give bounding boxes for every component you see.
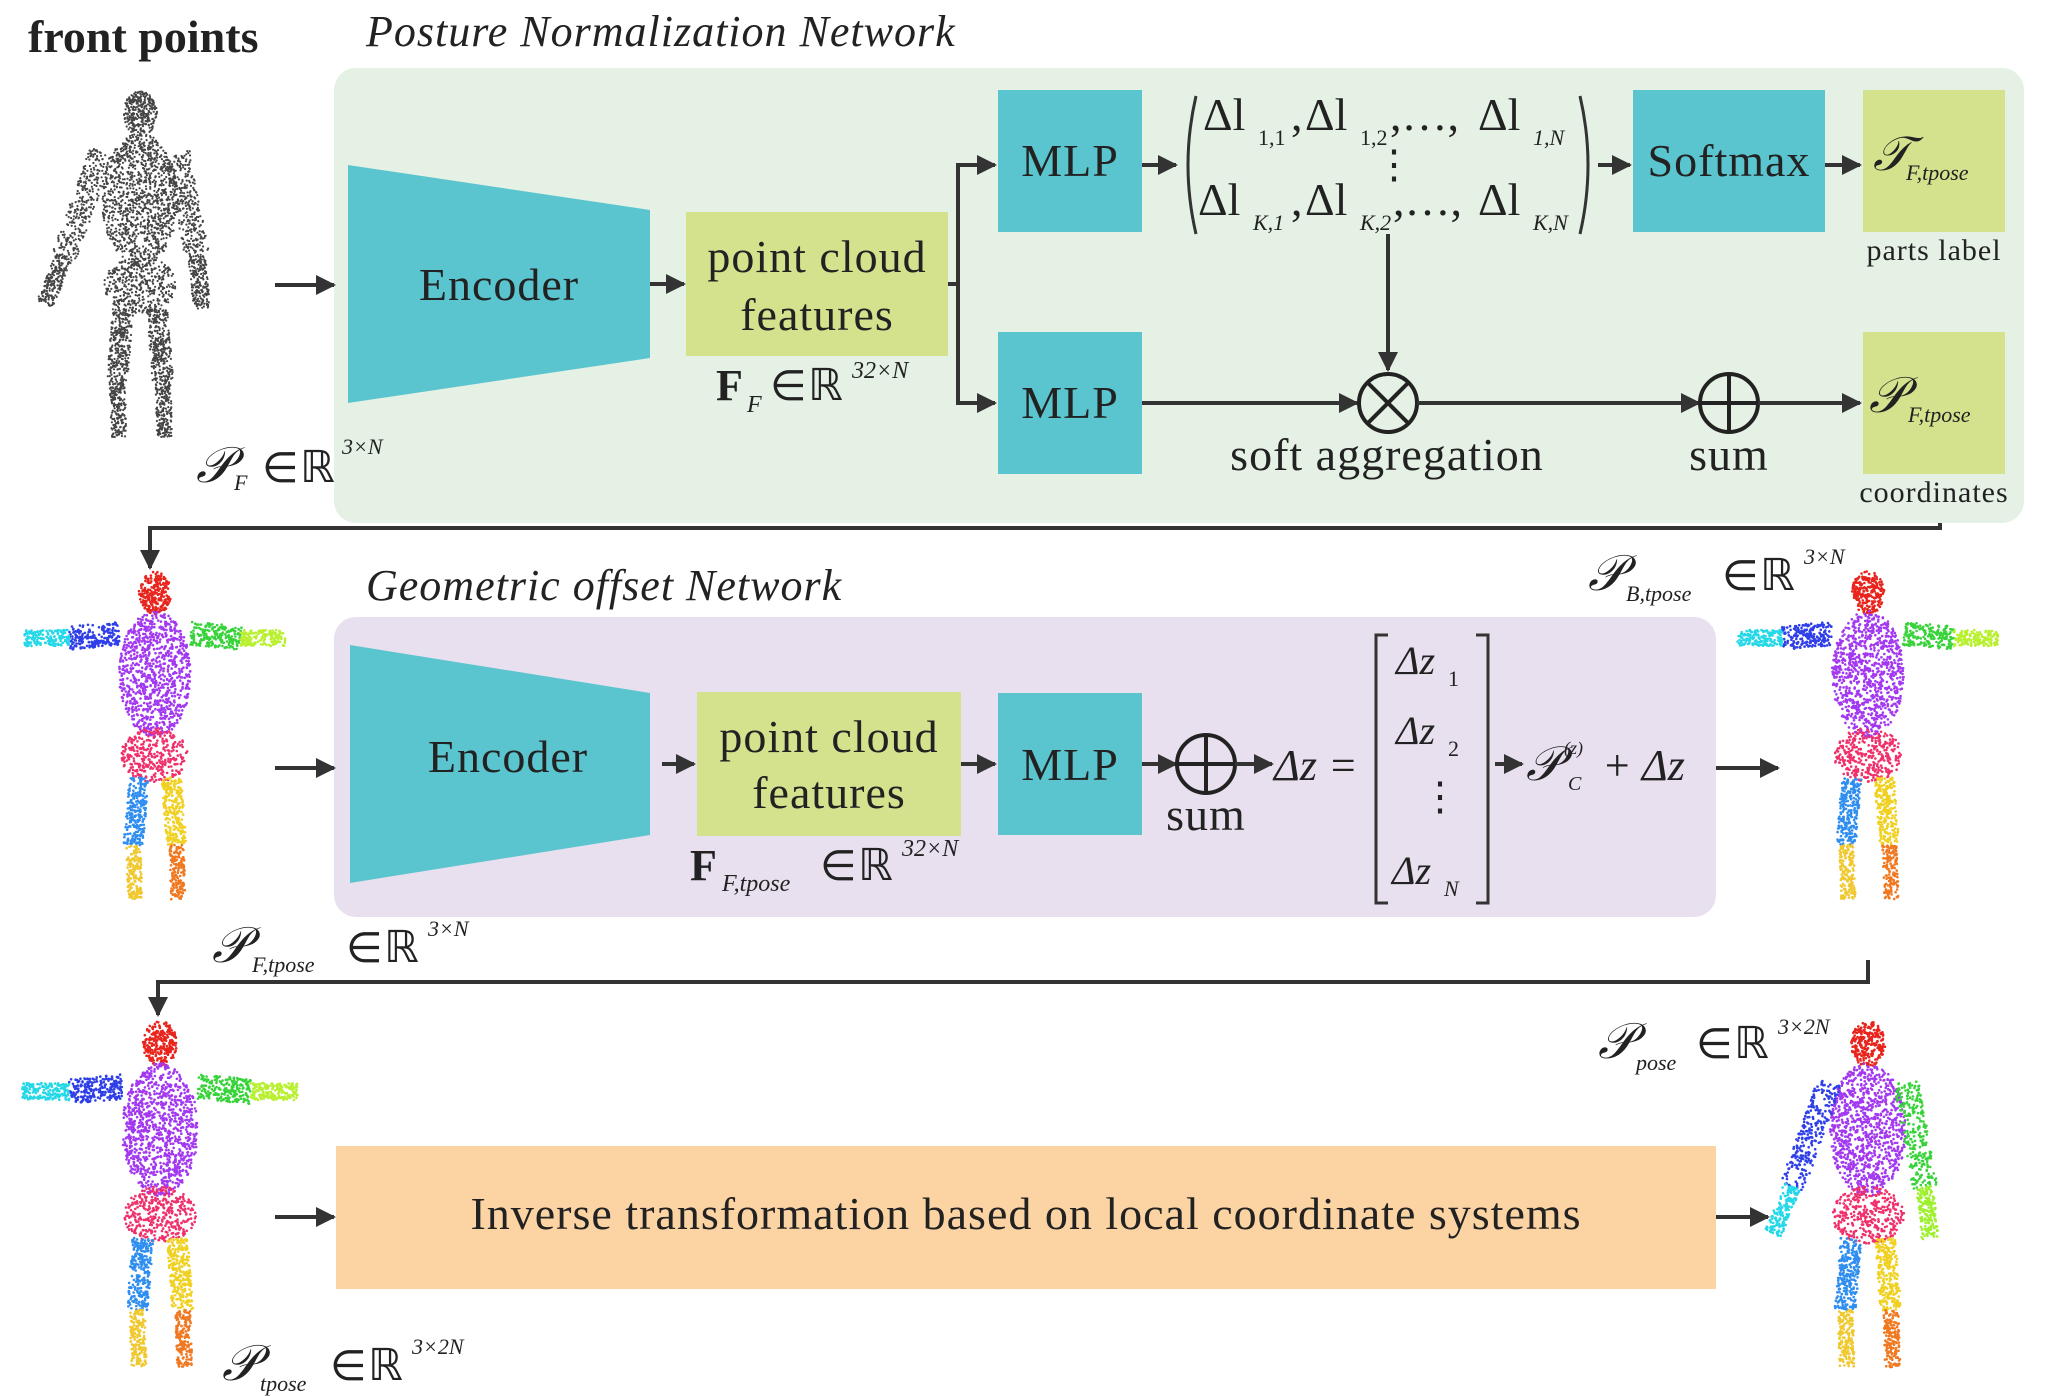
features-block-1 [686, 212, 948, 356]
sum-label-1: sum [1689, 429, 1769, 480]
mlp-block-2 [998, 332, 1142, 474]
delta-l-matrix: Δl 1,1 , Δl 1,2 ,…, Δl 1,N ⋮ Δl K,1 , Δl… [1186, 89, 1590, 235]
soft-aggregation-label: soft aggregation [1230, 429, 1544, 480]
pnn-panel [334, 68, 2024, 523]
inverse-transform-label: Inverse transformation based on local co… [470, 1188, 1581, 1239]
dz-equation: Δz = Δz 1 Δz 2 ⋮ Δz N [1272, 633, 1490, 905]
features-label-1a: point cloud [707, 231, 926, 282]
mlp-block-1 [998, 90, 1142, 232]
features-block-2 [697, 692, 961, 836]
parts-label-block [1863, 90, 2005, 232]
encoder-label-2: Encoder [428, 731, 588, 782]
encoder-block-2 [350, 645, 650, 883]
encoder-label-1: Encoder [419, 259, 579, 310]
pnn-title: Posture Normalization Network [365, 7, 956, 56]
coordinates-text: coordinates [1859, 476, 2008, 509]
p-tpose-formula: 𝒫 tpose ∈ ℝ 3×2N [222, 1334, 465, 1396]
features-label-1b: features [740, 289, 894, 340]
tpose-full-colored-point-cloud [21, 1020, 299, 1368]
oplus-icon-1 [1698, 372, 1760, 434]
mlp-label-2: MLP [1021, 377, 1119, 428]
front-point-cloud [37, 90, 210, 439]
gon-title: Geometric offset Network [366, 561, 843, 610]
parts-label-text: parts label [1866, 234, 2001, 267]
features-label-2a: point cloud [719, 711, 938, 762]
p-b-tpose-formula: 𝒫 B,tpose ∈ ℝ 3×N [1588, 544, 1846, 606]
coordinates-block [1863, 332, 2005, 474]
p-f-tpose-formula: 𝒫 F,tpose ∈ ℝ 3×N [212, 916, 470, 977]
features-label-2b: features [752, 767, 906, 818]
mlp-label-3: MLP [1021, 739, 1119, 790]
features-formula-2: F F,tpose ∈ ℝ 32×N [690, 836, 960, 897]
mlp-block-3 [998, 693, 1142, 835]
tpose-colored-point-cloud [23, 570, 287, 901]
oplus-icon-2 [1175, 733, 1237, 795]
p-pose-formula: 𝒫 pose ∈ ℝ 3×2N [1598, 1013, 1831, 1075]
mlp-label-1: MLP [1021, 135, 1119, 186]
softmax-block [1633, 90, 1825, 232]
inverse-transform-block [336, 1146, 1716, 1289]
features-formula-1: F F ∈ ℝ 32×N [716, 358, 910, 418]
encoder-block-1 [348, 165, 650, 403]
posed-colored-point-cloud [1764, 1021, 1939, 1369]
pc-plus-dz: 𝒫 C (z) + Δz [1526, 738, 1685, 795]
sum-label-2: sum [1166, 789, 1246, 840]
softmax-label: Softmax [1648, 135, 1811, 186]
back-tpose-colored-point-cloud [1736, 570, 2000, 901]
front-points-label: front points [28, 11, 258, 62]
